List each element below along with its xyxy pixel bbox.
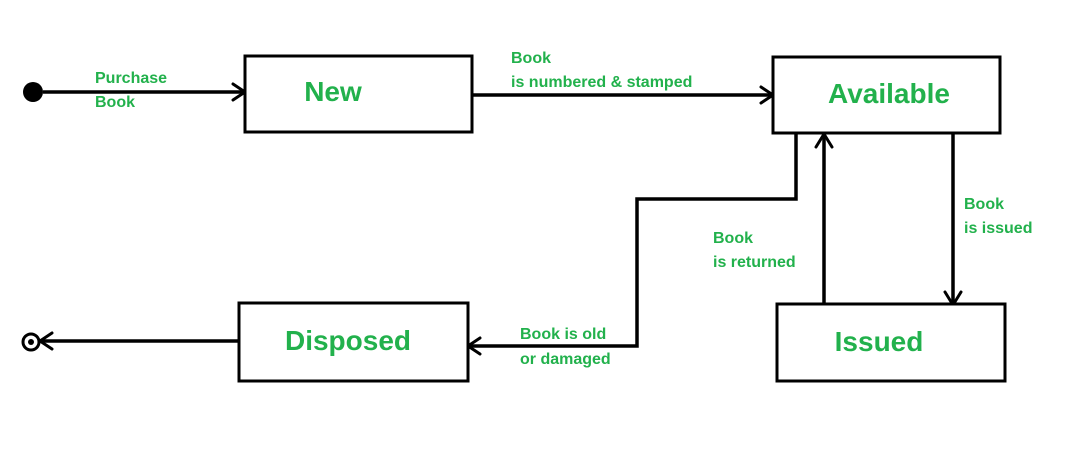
- transition-label: Book: [95, 94, 135, 111]
- state-label: Disposed: [285, 325, 411, 356]
- initial-state: [23, 82, 43, 102]
- transition-label: is returned: [713, 254, 796, 271]
- state-box: [771, 55, 1002, 135]
- transition-old-damaged: Book is old or damaged: [466, 134, 798, 368]
- state-label: Available: [828, 78, 950, 109]
- final-state-dot: [28, 339, 34, 345]
- state-box: [775, 302, 1007, 383]
- arrowhead: [38, 331, 54, 351]
- transition-label: Book is old: [520, 326, 606, 343]
- state-box: [237, 301, 470, 383]
- state-available: Available: [771, 55, 1002, 135]
- state-box: [243, 54, 474, 134]
- state-label: Issued: [835, 326, 924, 357]
- state-label: New: [304, 76, 362, 107]
- transition-label: Book: [964, 196, 1004, 213]
- transition-returned: Book is returned: [713, 132, 834, 304]
- transition-final: [38, 331, 239, 351]
- edge-line: [468, 134, 798, 348]
- initial-state-icon: [23, 82, 43, 102]
- transition-label: Book: [713, 230, 753, 247]
- transition-issued: Book is issued: [943, 128, 1032, 307]
- transition-label: is issued: [964, 220, 1032, 237]
- state-new: New: [243, 54, 474, 134]
- state-issued: Issued: [775, 302, 1007, 383]
- state-disposed: Disposed: [237, 301, 470, 383]
- transition-label: Book: [511, 50, 551, 67]
- transition-numbered-stamped: Book is numbered & stamped: [472, 50, 775, 105]
- transition-purchase: Purchase Book: [43, 70, 247, 111]
- transition-label: Purchase: [95, 70, 167, 87]
- transition-label: or damaged: [520, 351, 611, 368]
- transition-label: is numbered & stamped: [511, 74, 692, 91]
- final-state: [21, 332, 41, 352]
